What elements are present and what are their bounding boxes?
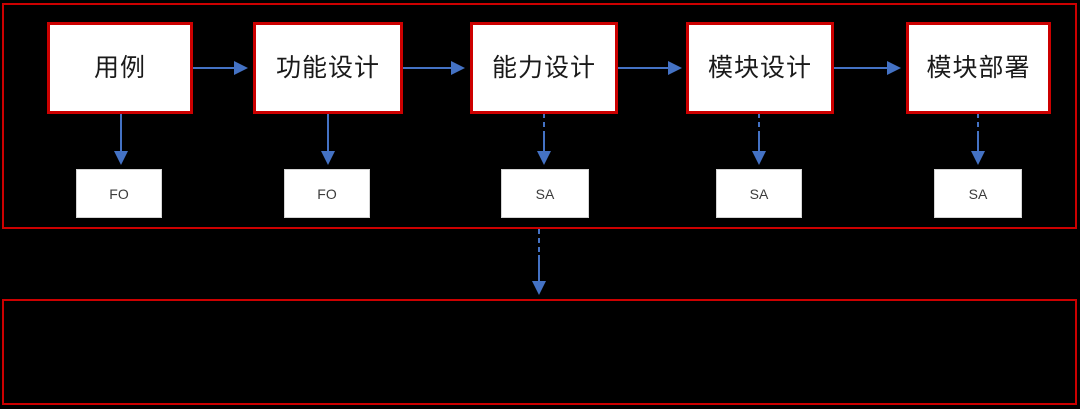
stage-box-nengli-sheji[interactable]: 能力设计 <box>470 22 618 114</box>
artifact-label: FO <box>109 185 129 202</box>
artifact-label: SA <box>535 185 555 202</box>
artifact-box-sa-3[interactable]: SA <box>934 169 1022 218</box>
top-group-container <box>2 3 1077 229</box>
artifact-label: SA <box>968 185 988 202</box>
stage-box-mokuai-sheji[interactable]: 模块设计 <box>686 22 834 114</box>
artifact-box-fo-1[interactable]: FO <box>76 169 162 218</box>
artifact-label: FO <box>317 185 337 202</box>
stage-label: 模块部署 <box>926 53 1031 82</box>
artifact-box-sa-1[interactable]: SA <box>501 169 589 218</box>
artifact-label: SA <box>749 185 769 202</box>
stage-box-yongli[interactable]: 用例 <box>47 22 193 114</box>
stage-label: 功能设计 <box>275 53 380 82</box>
artifact-box-fo-2[interactable]: FO <box>284 169 370 218</box>
artifact-box-sa-2[interactable]: SA <box>716 169 802 218</box>
stage-label: 模块设计 <box>707 53 812 82</box>
stage-box-gongneng-sheji[interactable]: 功能设计 <box>253 22 403 114</box>
stage-label: 用例 <box>93 53 146 82</box>
group-connector-arrow <box>529 229 549 303</box>
stage-label: 能力设计 <box>491 53 596 82</box>
bottom-group-container <box>2 299 1077 405</box>
stage-box-mokuai-bushu[interactable]: 模块部署 <box>906 22 1051 114</box>
